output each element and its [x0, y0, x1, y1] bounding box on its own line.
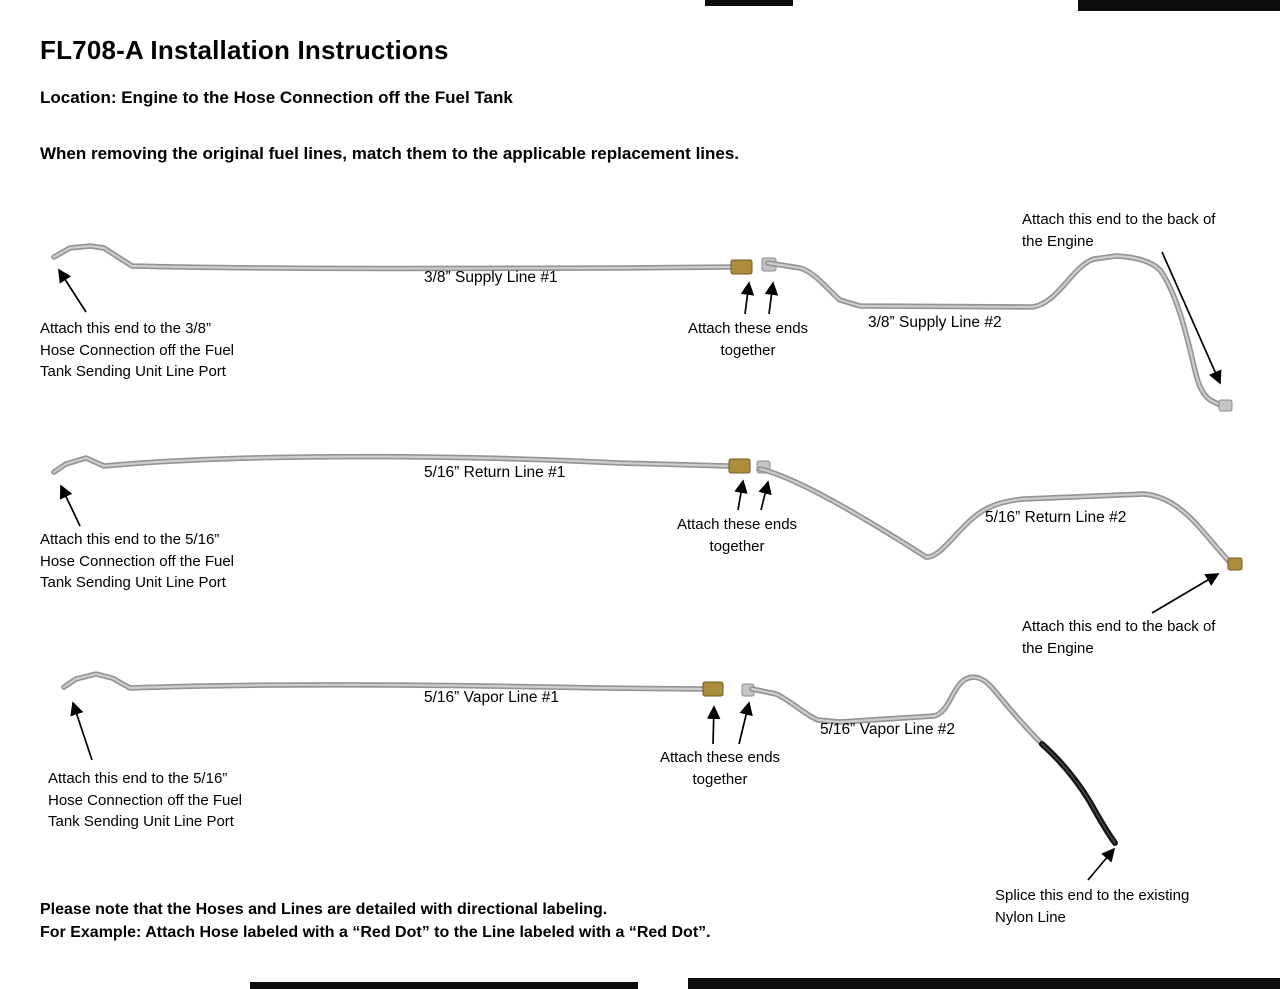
- supply-left-note: Attach this end to the 3/8” Hose Connect…: [40, 320, 235, 380]
- scan-artifact-bar: [688, 978, 1280, 989]
- intro-heading: When removing the original fuel lines, m…: [40, 144, 740, 163]
- vapor-middle-note: Attach these ends together: [659, 749, 781, 788]
- scan-artifact-bar: [705, 0, 793, 6]
- vapor-right-note: Splice this end to the existing Nylon Li…: [995, 887, 1190, 926]
- vapor-left-note: Attach this end to the 5/16” Hose Connec…: [48, 770, 243, 830]
- supply-line2-label: 3/8” Supply Line #2: [868, 314, 1002, 331]
- vapor-junction-fittings: [702, 681, 755, 697]
- return-line1-label: 5/16” Return Line #1: [424, 464, 566, 481]
- footer-note-line2: For Example: Attach Hose labeled with a …: [40, 924, 711, 941]
- return-middle-note: Attach these ends together: [676, 516, 798, 555]
- page-title: FL708-A Installation Instructions: [40, 35, 449, 65]
- return-left-note: Attach this end to the 5/16” Hose Connec…: [40, 531, 235, 591]
- vapor-line-2: [749, 674, 1045, 747]
- supply-line-2: [765, 253, 1233, 412]
- location-heading: Location: Engine to the Hose Connection …: [40, 88, 513, 107]
- return-right-note: Attach this end to the back of the Engin…: [1022, 618, 1216, 657]
- vapor-nylon-hose: [1039, 741, 1118, 846]
- vapor-line1-label: 5/16” Vapor Line #1: [424, 689, 560, 706]
- return-line2-label: 5/16” Return Line #2: [985, 509, 1127, 526]
- supply-arrows: [58, 251, 1222, 385]
- vapor-line-1: [61, 671, 705, 692]
- footer-note-line1: Please note that the Hoses and Lines are…: [40, 901, 608, 918]
- return-line-1: [51, 453, 731, 475]
- scan-artifact-bar: [250, 982, 638, 989]
- supply-junction-fittings: [730, 257, 777, 275]
- supply-middle-note: Attach these ends together: [687, 320, 809, 359]
- scan-artifact-bar: [1078, 0, 1280, 11]
- supply-line1-label: 3/8” Supply Line #1: [424, 269, 558, 286]
- supply-right-note: Attach this end to the back of the Engin…: [1022, 211, 1216, 250]
- vapor-arrows: [70, 701, 1116, 881]
- return-arrows: [59, 479, 1220, 614]
- return-line-2: [757, 466, 1243, 571]
- supply-line-1: [51, 243, 733, 272]
- vapor-line2-label: 5/16” Vapor Line #2: [820, 721, 956, 738]
